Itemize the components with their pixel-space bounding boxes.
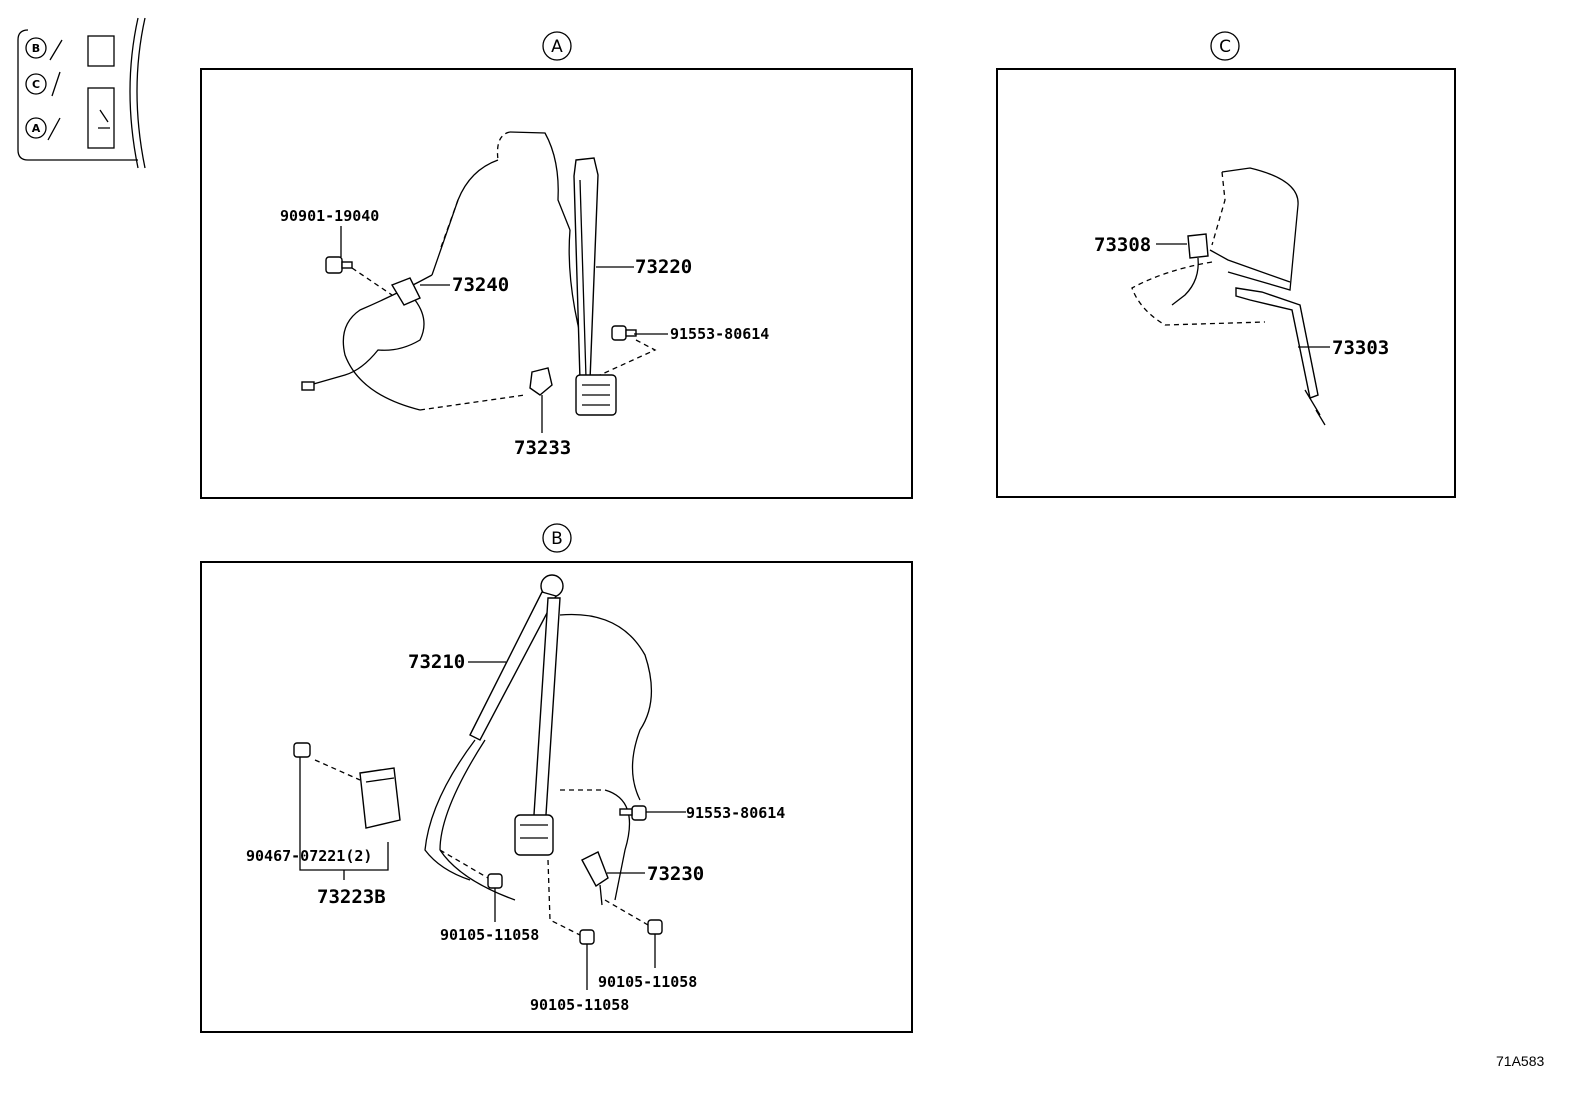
- bolt-90901-19040: [325, 256, 393, 296]
- cover-73223B: [293, 742, 401, 880]
- label-73303: 73303: [1332, 337, 1389, 359]
- label-90105-11058-3: 90105-11058: [598, 973, 697, 991]
- view-b: B: [200, 523, 913, 1033]
- view-a-frame: [200, 68, 913, 499]
- label-91553-80614-a: 91553-80614: [670, 325, 769, 343]
- label-73308: 73308: [1094, 234, 1151, 256]
- bolt-90105-11058-1: [439, 849, 503, 922]
- seatbelt-73210: [424, 574, 564, 881]
- view-c: C 73308 73303: [996, 31, 1456, 498]
- label-73230: 73230: [647, 863, 704, 885]
- seatbelt-buckle-73230: [581, 851, 645, 906]
- key-marker-b: B: [32, 42, 40, 55]
- view-a: A: [200, 31, 913, 499]
- label-90467-07221: 90467-07221(2): [246, 847, 372, 865]
- seatbelt-buckle-73240: [301, 277, 425, 391]
- label-73240: 73240: [452, 274, 509, 296]
- seatbelt-retractor-73220: [573, 157, 617, 416]
- view-c-frame: [996, 68, 1456, 498]
- locator-key: B C A: [17, 17, 146, 169]
- label-90901-19040: 90901-19040: [280, 207, 379, 225]
- bolt-91553-80614-a: [599, 325, 657, 376]
- key-marker-a: A: [32, 122, 41, 135]
- bolt-90105-11058-2: [547, 859, 595, 990]
- bolt-91553-80614-b: [619, 805, 686, 821]
- view-b-frame: [200, 561, 913, 1033]
- label-90105-11058-1: 90105-11058: [440, 926, 539, 944]
- view-a-marker: A: [551, 37, 563, 57]
- seatbelt-73303: [1235, 287, 1326, 426]
- diagram-code: 71A583: [1496, 1053, 1544, 1069]
- label-73220-a: 73220: [635, 256, 692, 278]
- label-73210: 73210: [408, 651, 465, 673]
- label-90105-11058-2: 90105-11058: [530, 996, 629, 1014]
- bolt-90105-11058-3: [604, 899, 663, 968]
- key-marker-c: C: [32, 78, 40, 91]
- label-73233: 73233: [514, 437, 571, 459]
- view-c-marker: C: [1219, 37, 1231, 57]
- label-73223B: 73223B: [317, 886, 386, 908]
- cover-73233: [529, 367, 553, 396]
- seatbelt-buckle-73308: [1171, 233, 1209, 306]
- label-91553-80614-b: 91553-80614: [686, 804, 785, 822]
- view-b-marker: B: [551, 529, 563, 549]
